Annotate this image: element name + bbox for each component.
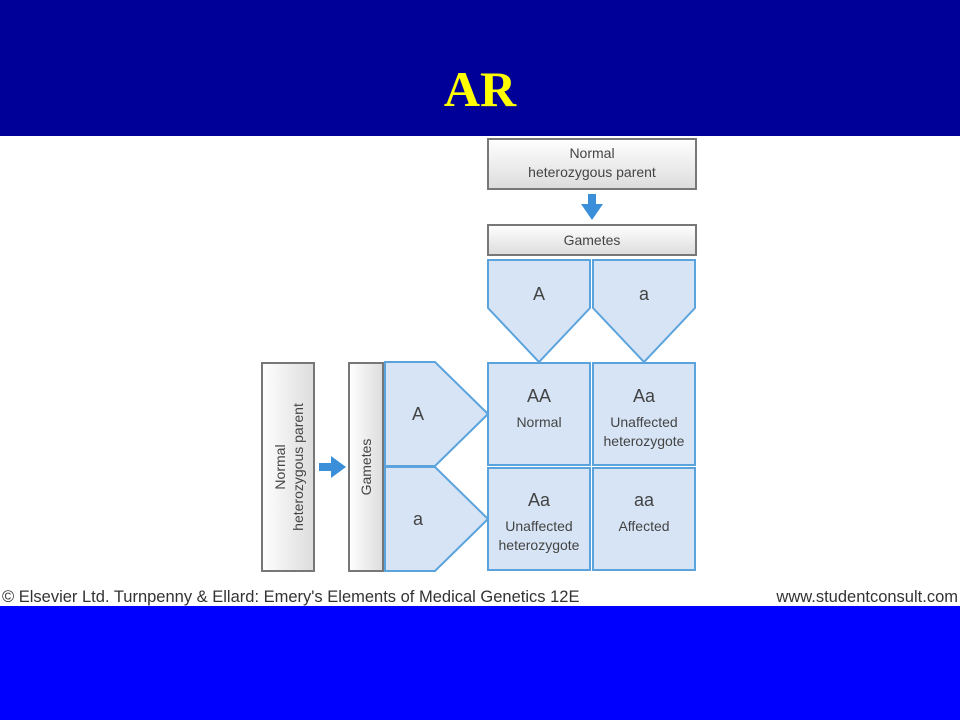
top-parent-box: Normal heterozygous parent	[487, 138, 697, 190]
cell-upper-right-line2: heterozygote	[604, 433, 685, 449]
cell-lower-left-heterozygote: Aa Unaffected heterozygote	[487, 467, 591, 571]
left-gametes-label: Gametes	[358, 439, 374, 496]
left-parent-box: Normal heterozygous parent	[261, 362, 315, 572]
cell-aa-normal-line1: Normal	[516, 414, 561, 430]
top-gamete-a-lower-label: a	[639, 284, 650, 304]
top-gamete-a-lower: a	[592, 259, 696, 364]
title-bar: AR	[0, 0, 960, 136]
left-gamete-a-upper-label: A	[412, 404, 424, 424]
left-gamete-a-upper: A	[384, 361, 490, 467]
top-gamete-a-upper-label: A	[533, 284, 545, 304]
cell-aa-normal: AA Normal	[487, 362, 591, 466]
cell-lower-left-genotype: Aa	[528, 490, 551, 510]
cell-aa-affected-genotype: aa	[634, 490, 655, 510]
top-gametes-label-box: Gametes	[487, 224, 697, 256]
punnett-figure: Normal heterozygous parent Gametes A a N…	[0, 136, 960, 606]
cell-upper-right-line1: Unaffected	[610, 414, 677, 430]
cell-lower-left-line2: heterozygote	[499, 537, 580, 553]
top-gamete-a-upper: A	[487, 259, 591, 364]
left-parent-line2: heterozygous parent	[290, 403, 306, 531]
top-parent-line1: Normal	[569, 145, 614, 161]
top-parent-line2: heterozygous parent	[528, 164, 656, 180]
cell-aa-affected: aa Affected	[592, 467, 696, 571]
cell-aa-affected-line1: Affected	[618, 518, 669, 534]
top-gametes-label: Gametes	[564, 232, 621, 248]
cell-upper-right-genotype: Aa	[633, 386, 656, 406]
left-gamete-a-lower: a	[384, 466, 490, 572]
cell-aa-normal-genotype: AA	[527, 386, 551, 406]
punnett-square-diagram: Normal heterozygous parent Gametes A a N…	[261, 138, 697, 572]
caption-url: www.studentconsult.com	[776, 588, 958, 606]
down-arrow-icon	[581, 194, 603, 220]
copyright-caption: © Elsevier Ltd. Turnpenny & Ellard: Emer…	[0, 585, 960, 609]
left-gametes-label-box: Gametes	[348, 362, 384, 572]
caption-credit: © Elsevier Ltd. Turnpenny & Ellard: Emer…	[2, 588, 580, 606]
left-parent-line1: Normal	[272, 444, 288, 489]
cell-upper-right-heterozygote: Aa Unaffected heterozygote	[592, 362, 696, 466]
cell-lower-left-line1: Unaffected	[505, 518, 572, 534]
left-gamete-a-lower-label: a	[413, 509, 424, 529]
right-arrow-icon	[319, 456, 346, 478]
slide-title: AR	[443, 61, 517, 117]
